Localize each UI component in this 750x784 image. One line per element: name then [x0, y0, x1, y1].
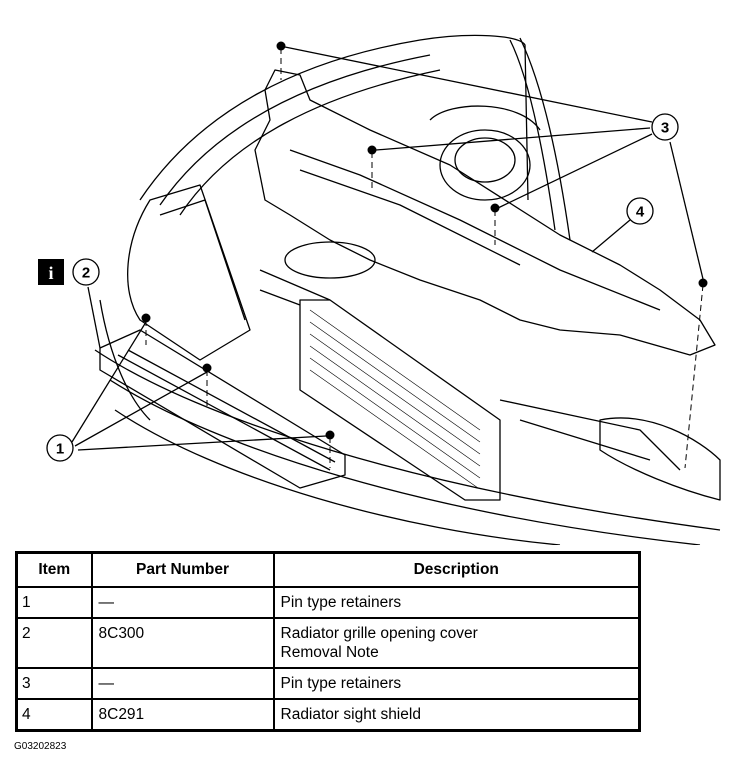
table-header-row: Item Part Number Description	[15, 551, 641, 588]
removal-note-link[interactable]: Removal Note	[280, 644, 379, 661]
retainer-3a	[276, 41, 286, 51]
row-description-line: Radiator sight shield	[280, 706, 421, 723]
row-description: Radiator grille opening cover Removal No…	[272, 617, 641, 669]
header-part-number: Part Number	[90, 551, 275, 588]
callout-3-label: 3	[661, 120, 669, 137]
leader-1c	[77, 435, 327, 451]
retainer-3b	[367, 145, 377, 155]
retainer-1b	[202, 363, 212, 373]
header-item: Item	[15, 551, 93, 588]
row-description-line: Pin type retainers	[280, 675, 402, 692]
table-row: 1 — Pin type retainers	[15, 586, 641, 619]
row-item: 3	[15, 667, 93, 700]
callout-4-label: 4	[636, 204, 645, 221]
row-description-line: Radiator grille opening cover	[280, 625, 478, 642]
row-description: Pin type retainers	[272, 667, 641, 700]
leader-3d	[669, 141, 704, 280]
info-icon[interactable]	[38, 259, 64, 285]
table-row: 4 8C291 Radiator sight shield	[15, 698, 641, 732]
leader-3b	[375, 127, 651, 151]
parts-table: Item Part Number Description 1 — Pin typ…	[15, 551, 641, 732]
table-row: 3 — Pin type retainers	[15, 667, 641, 700]
leader-2	[87, 286, 101, 349]
retainer-1a	[141, 313, 151, 323]
bumper-outline	[94, 349, 721, 531]
retainer-3c	[490, 203, 500, 213]
row-description-line: Pin type retainers	[280, 594, 402, 611]
callout-2-label: 2	[82, 265, 90, 282]
row-part-number: 8C291	[90, 698, 275, 732]
grille-cover	[99, 329, 346, 489]
row-description: Radiator sight shield	[272, 698, 641, 732]
row-item: 2	[15, 617, 93, 669]
row-item: 1	[15, 586, 93, 619]
leader-1b	[74, 371, 208, 447]
headlamp-outline	[127, 184, 251, 361]
row-part-number: —	[90, 586, 275, 619]
leader-3c	[497, 133, 653, 209]
retainer-3d	[698, 278, 708, 288]
info-icon-label: i	[48, 263, 53, 283]
table-row: 2 8C300 Radiator grille opening cover Re…	[15, 617, 641, 669]
parts-illustration: 1 2 3 4 i	[38, 34, 721, 545]
callout-1-label: 1	[56, 441, 64, 458]
leader-4	[591, 219, 631, 253]
leader-1a	[71, 321, 147, 443]
leader-3a	[284, 46, 653, 123]
header-description: Description	[272, 551, 641, 588]
row-part-number: 8C300	[90, 617, 275, 669]
row-part-number: —	[90, 667, 275, 700]
sight-shield	[254, 69, 716, 356]
hood-outline	[139, 34, 529, 201]
retainer-1c	[325, 430, 335, 440]
row-item: 4	[15, 698, 93, 732]
figure-code: G03202823	[14, 741, 67, 752]
row-description: Pin type retainers	[272, 586, 641, 619]
